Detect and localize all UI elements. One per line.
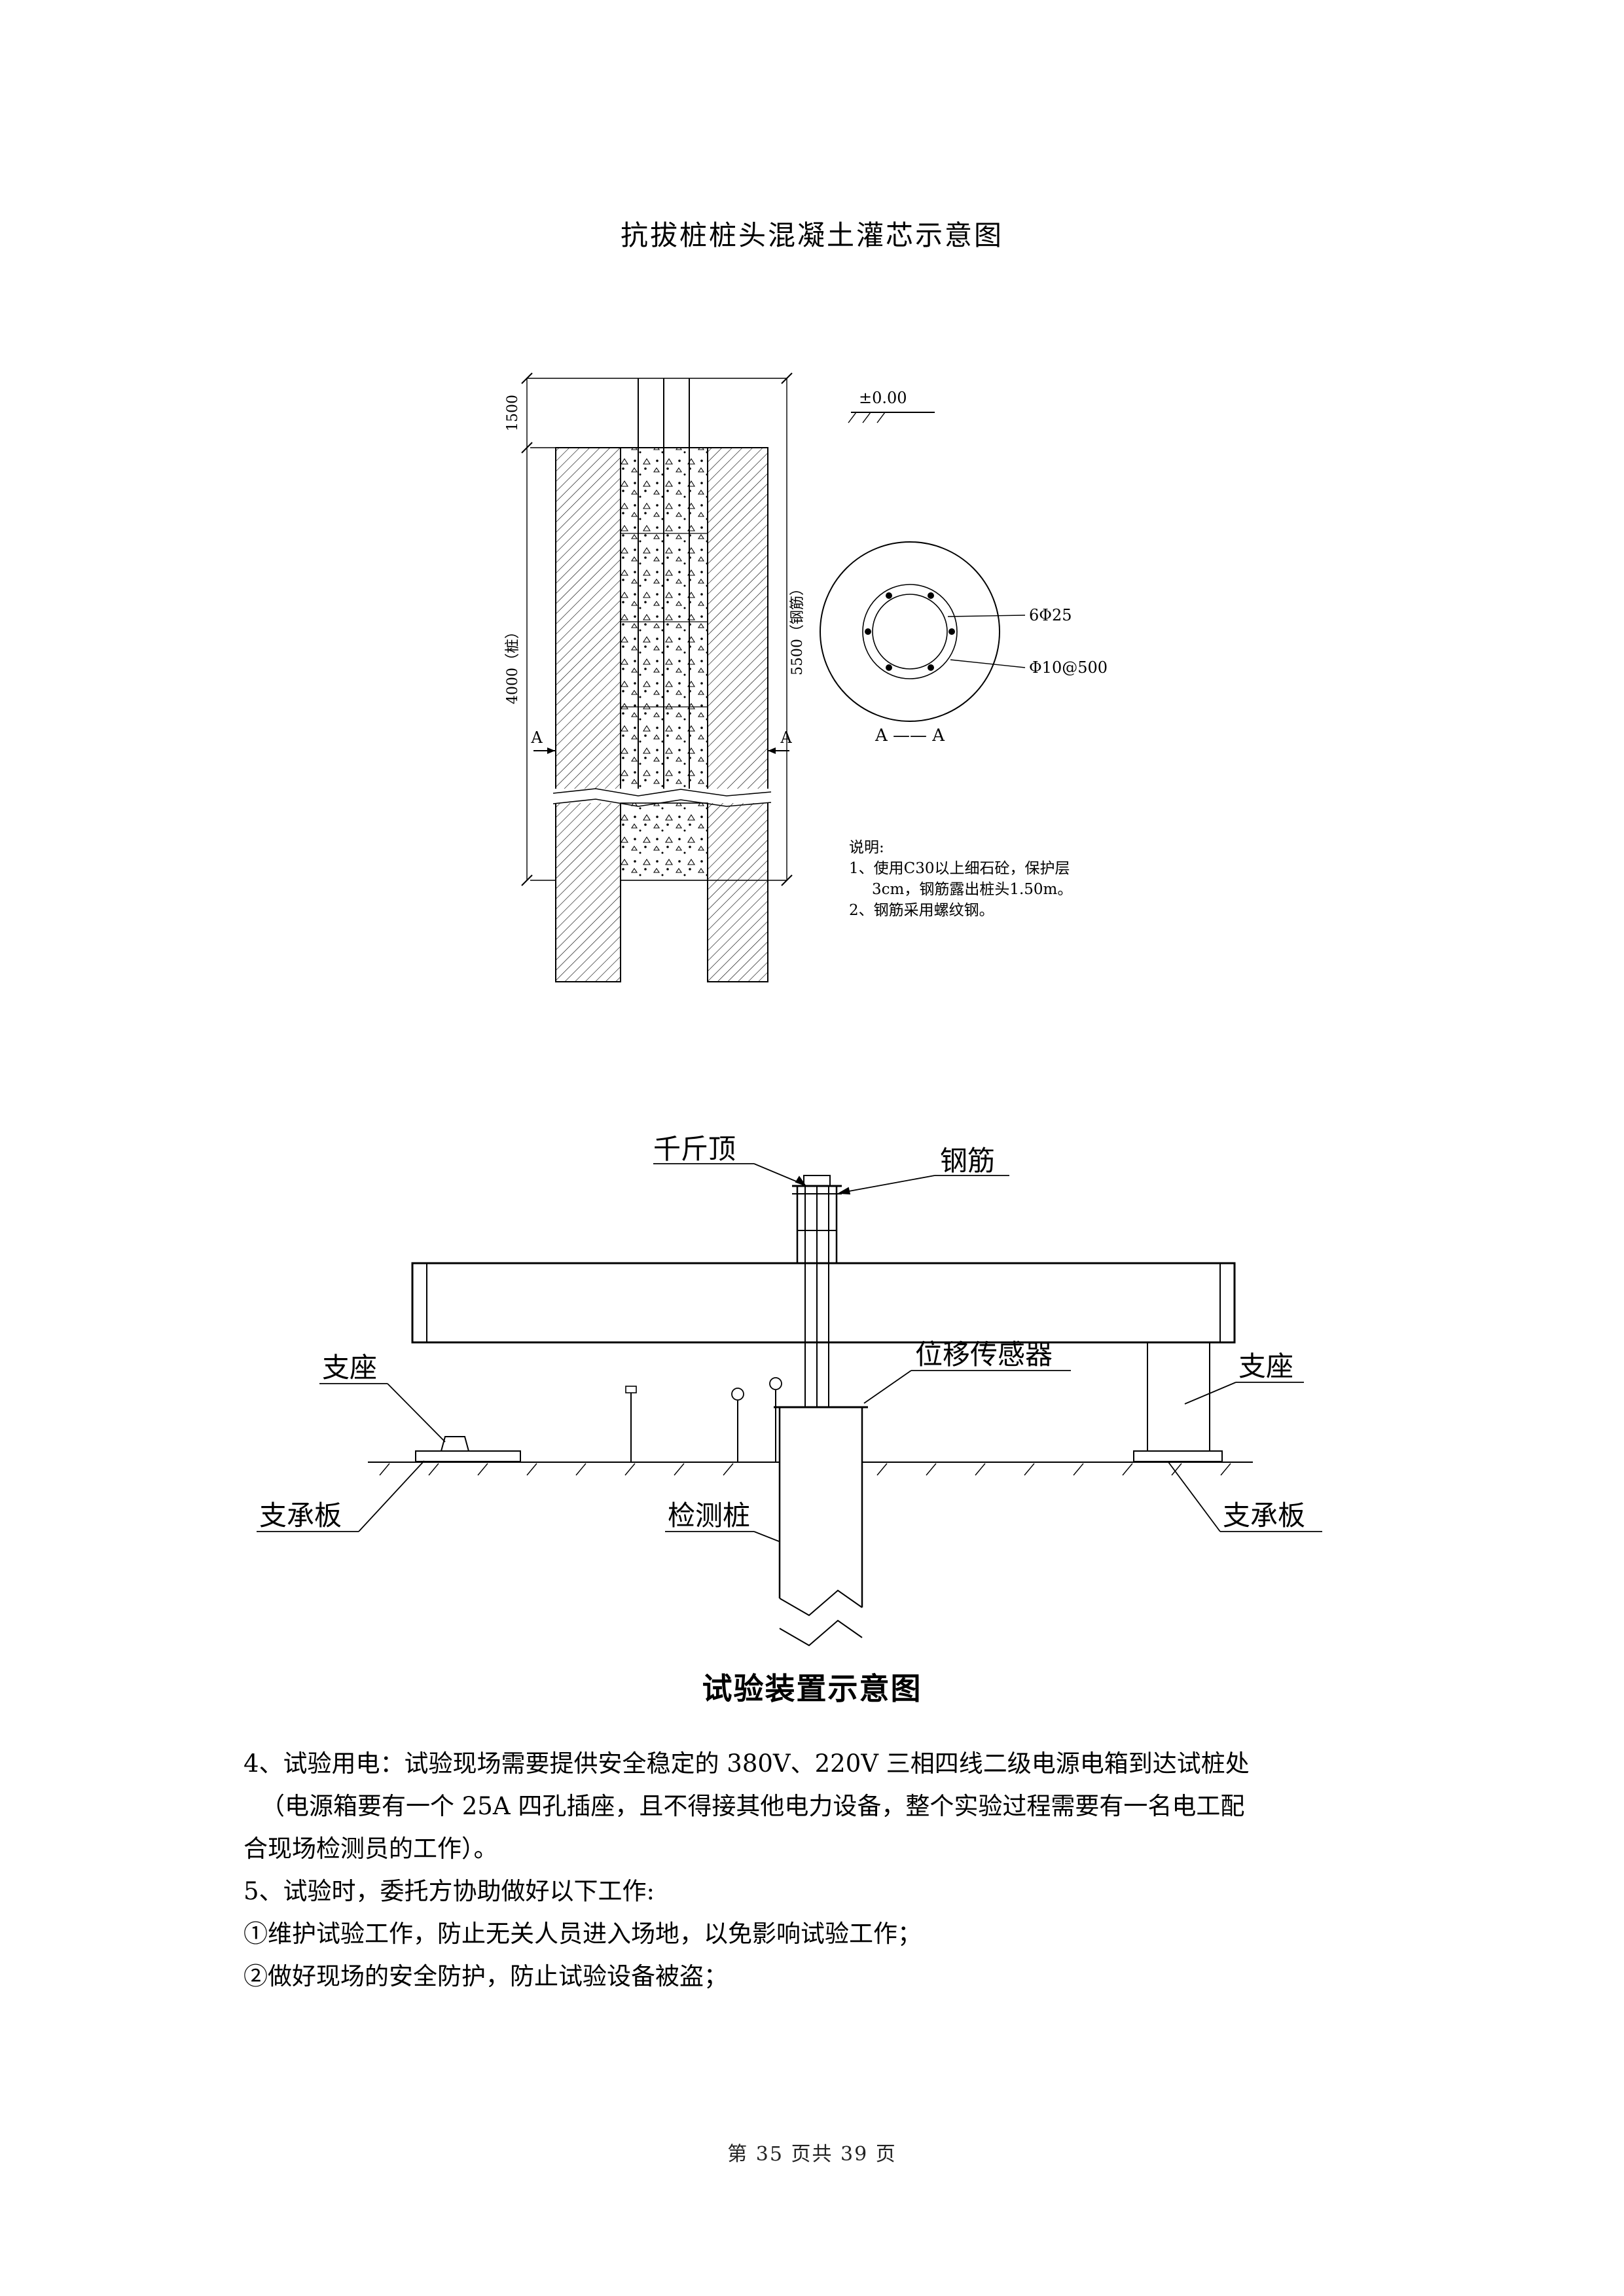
sensor-label: 位移传感器 [915, 1338, 1053, 1371]
rebar-dot [928, 592, 934, 599]
pile-label: 检测桩 [668, 1499, 750, 1532]
ground-line [368, 1462, 1253, 1476]
rebar-dot [928, 664, 934, 671]
jack-label: 千斤顶 [653, 1133, 736, 1165]
test-setup-diagram: 千斤顶 钢筋 位移传感器 支座 支座 支承板 支承板 检测桩 [257, 1133, 1322, 1647]
paragraph-line: 5、试验时，委托方协助做好以下工作: [244, 1877, 655, 1905]
pile-cross-section: 6Φ25 Φ10@500 A —— A [820, 541, 1108, 745]
jack-assembly [792, 1175, 842, 1407]
pile-elevation [550, 378, 772, 982]
break-line [779, 1619, 863, 1647]
rebar-label: 钢筋 [940, 1145, 995, 1177]
section-marker-a-right: A [780, 728, 792, 747]
concrete-core-lower [620, 802, 708, 881]
notes-title: 说明: [849, 839, 884, 856]
plate-left-label: 支承板 [259, 1499, 342, 1532]
support-left [440, 1436, 470, 1452]
rebar-dot [948, 628, 955, 635]
pile-wall-left [555, 447, 621, 982]
pile-wall-right [707, 447, 768, 982]
rebar-dot [886, 664, 892, 671]
support-left-label: 支座 [322, 1352, 377, 1384]
notes-block: 说明: 1、使用C30以上细石砼，保护层 3cm，钢筋露出桩头1.50m。 2、… [849, 839, 1072, 919]
dial-gauge-icon [731, 1388, 744, 1401]
notes-line: 1、使用C30以上细石砼，保护层 [849, 860, 1070, 877]
paragraph-line: ①维护试验工作，防止无关人员进入场地，以免影响试验工作； [244, 1920, 922, 1948]
dial-gauge-icon [769, 1377, 782, 1390]
bearing-plate-left [415, 1450, 521, 1462]
break-line [552, 788, 772, 797]
section-marker-a-left: A [530, 728, 543, 747]
paragraph-line: ②做好现场的安全防护，防止试验设备被盗； [244, 1962, 728, 1990]
rebar-dot [886, 592, 892, 599]
dimensions [521, 372, 793, 886]
support-right [1147, 1342, 1210, 1452]
displacement-gauges [625, 1377, 782, 1462]
dim-label-4000: 4000（桩） [505, 624, 521, 704]
ground-level-symbol: ±0.00 [848, 389, 935, 423]
body-text: 4、试验用电：试验现场需要提供安全稳定的 380V、220V 三相四线二级电源电… [244, 1742, 1396, 1998]
paragraph-line: （电源箱要有一个 25A 四孔插座，且不得接其他电力设备，整个实验过程需要有一名… [261, 1792, 1245, 1820]
page-title: 抗拔桩桩头混凝土灌芯示意图 [620, 219, 1003, 251]
notes-line: 3cm，钢筋露出桩头1.50m。 [872, 881, 1072, 898]
dim-label-1500: 1500 [505, 395, 521, 431]
test-pile [774, 1406, 868, 1647]
leader-lines [257, 1163, 1322, 1542]
dim-label-5500: 5500（钢筋） [789, 581, 806, 675]
reaction-beam [411, 1262, 1236, 1344]
bearing-plate-right [1133, 1450, 1223, 1462]
paragraph-line: 4、试验用电：试验现场需要提供安全稳定的 380V、220V 三相四线二级电源电… [244, 1749, 1250, 1778]
pile-core-diagram: 1500 4000（桩） 5500（钢筋） A A ±0.00 [505, 372, 1108, 982]
bar-label: 6Φ25 [1029, 606, 1072, 624]
page-number: 第 35 页共 39 页 [727, 2143, 897, 2166]
paragraph-line: 合现场检测员的工作）。 [244, 1835, 498, 1863]
plate-right-label: 支承板 [1223, 1499, 1305, 1532]
notes-line: 2、钢筋采用螺纹钢。 [849, 902, 994, 919]
stirrup-label: Φ10@500 [1029, 658, 1108, 677]
section-title: A —— A [875, 726, 945, 745]
support-right-label: 支座 [1238, 1350, 1293, 1382]
diagram-caption: 试验装置示意图 [702, 1671, 922, 1706]
section-markers: A A [530, 728, 792, 754]
level-label: ±0.00 [859, 389, 907, 407]
break-line [779, 1589, 863, 1617]
rebar-dot [865, 628, 871, 635]
